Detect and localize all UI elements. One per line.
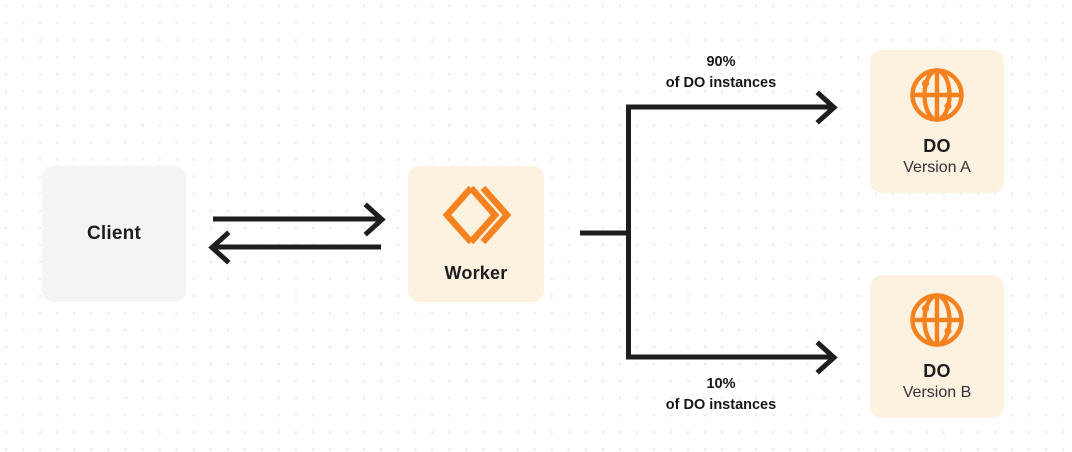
node-do-a-version: Version A (903, 159, 971, 177)
edge-label-do-b-description: of DO instances (665, 397, 777, 414)
node-worker-label: Worker (444, 262, 508, 283)
arrowhead-left-icon (208, 230, 231, 265)
edge-label-do-a-description: of DO instances (665, 75, 777, 92)
globe-icon (906, 64, 968, 126)
edge-worker-to-do-b (626, 340, 838, 375)
arrowhead-right-icon (363, 202, 386, 237)
cloudflare-workers-icon (441, 184, 512, 246)
edge-label-do-b-percent: 10% (706, 376, 736, 392)
node-client: Client (42, 166, 186, 302)
arrowhead-right-icon (815, 90, 838, 125)
node-do-version-b: DO Version B (870, 275, 1004, 418)
node-do-b-label: DO (923, 360, 951, 381)
node-do-a-label: DO (923, 135, 951, 156)
edge-label-do-a: 90% of DO instances (656, 52, 786, 94)
node-worker: Worker (408, 166, 544, 302)
edge-label-do-a-percent: 90% (706, 54, 736, 70)
edge-client-to-worker (213, 202, 386, 237)
arrowhead-right-icon (815, 340, 838, 375)
edge-worker-to-client (208, 230, 381, 265)
edge-worker-branch (580, 104, 631, 360)
edge-worker-to-do-a (626, 90, 838, 125)
node-client-label: Client (87, 223, 141, 245)
node-do-version-a: DO Version A (870, 50, 1004, 193)
globe-icon (906, 289, 968, 351)
edge-label-do-b: 10% of DO instances (656, 374, 786, 416)
node-do-b-version: Version B (902, 384, 972, 402)
